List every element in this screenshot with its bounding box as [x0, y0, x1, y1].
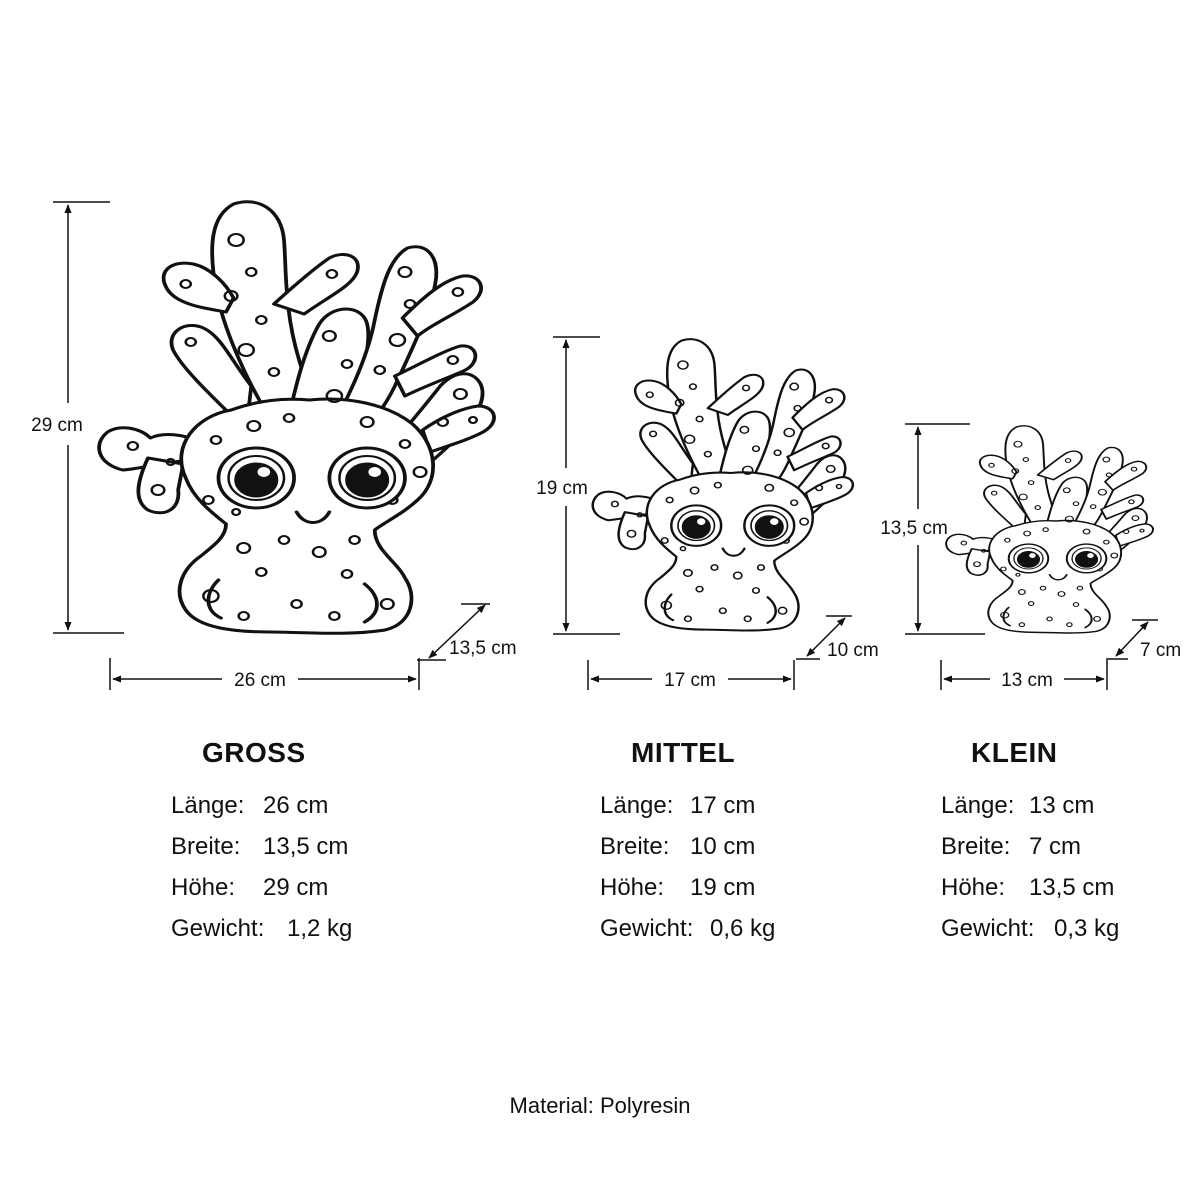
- spec-key: Gewicht:: [600, 915, 694, 942]
- height-label-mittel: 19 cm: [536, 478, 588, 499]
- spec-value: 7 cm: [1029, 833, 1082, 860]
- spec-value: 17 cm: [690, 792, 756, 819]
- spec-value: 1,2 kg: [287, 915, 353, 942]
- spec-row-weight: Gewicht: 0,3 kg: [941, 908, 1200, 949]
- height-label-klein: 13,5 cm: [880, 518, 948, 539]
- coral-figure-icon: [591, 337, 855, 632]
- spec-row-width: Breite: 13,5 cm: [171, 826, 431, 867]
- spec-value: 19 cm: [690, 874, 756, 901]
- spec-value: 13,5 cm: [263, 833, 349, 860]
- specs-klein: KLEIN Länge: 13 cm Breite: 7 cm Höhe: 13…: [941, 735, 1200, 949]
- coral-figure-mittel: 19 cm 17 cm 10 cm: [536, 336, 879, 691]
- coral-figure-icon: [97, 199, 496, 636]
- depth-arrow-klein: [1115, 621, 1149, 657]
- spec-row-length: Länge: 13 cm: [941, 785, 1200, 826]
- spec-row-width: Breite: 10 cm: [600, 826, 860, 867]
- spec-row-length: Länge: 26 cm: [171, 785, 431, 826]
- spec-key: Höhe:: [600, 874, 665, 901]
- spec-value: 10 cm: [690, 833, 756, 860]
- depth-arrow-mittel: [806, 617, 846, 657]
- coral-figure-klein: 13,5 cm 13 cm 7 cm: [880, 423, 1181, 691]
- spec-value: 13,5 cm: [1029, 874, 1115, 901]
- spec-row-weight: Gewicht: 0,6 kg: [600, 908, 860, 949]
- material-note: Material: Polyresin: [509, 1093, 691, 1118]
- spec-value: 0,6 kg: [710, 915, 776, 942]
- spec-title: KLEIN: [971, 737, 1058, 768]
- height-label-gross: 29 cm: [31, 415, 83, 436]
- spec-key: Länge:: [941, 792, 1015, 819]
- spec-key: Breite:: [941, 833, 1011, 860]
- spec-row-height: Höhe: 13,5 cm: [941, 867, 1200, 908]
- spec-row-width: Breite: 7 cm: [941, 826, 1200, 867]
- depth-arrow-gross: [428, 604, 486, 659]
- spec-key: Länge:: [171, 792, 245, 819]
- spec-key: Gewicht:: [171, 915, 265, 942]
- spec-key: Breite:: [171, 833, 241, 860]
- spec-key: Länge:: [600, 792, 674, 819]
- spec-value: 26 cm: [263, 792, 329, 819]
- spec-row-height: Höhe: 19 cm: [600, 867, 860, 908]
- spec-key: Höhe:: [941, 874, 1006, 901]
- spec-value: 13 cm: [1029, 792, 1095, 819]
- depth-label-gross: 13,5 cm: [449, 638, 517, 659]
- width-label-gross: 26 cm: [234, 670, 286, 691]
- depth-label-klein: 7 cm: [1140, 640, 1181, 661]
- width-label-mittel: 17 cm: [664, 670, 716, 691]
- spec-row-length: Länge: 17 cm: [600, 785, 860, 826]
- spec-row-weight: Gewicht: 1,2 kg: [171, 908, 431, 949]
- coral-figure-icon: [945, 424, 1155, 634]
- coral-figure-gross: 29 cm 26 cm 13,5 cm: [31, 199, 517, 691]
- spec-key: Breite:: [600, 833, 670, 860]
- spec-row-height: Höhe: 29 cm: [171, 867, 431, 908]
- spec-title: GROSS: [202, 737, 306, 768]
- spec-title: MITTEL: [631, 737, 736, 768]
- spec-value: 0,3 kg: [1054, 915, 1120, 942]
- specs-mittel: MITTEL Länge: 17 cm Breite: 10 cm Höhe: …: [600, 735, 860, 949]
- spec-key: Höhe:: [171, 874, 236, 901]
- spec-value: 29 cm: [263, 874, 329, 901]
- depth-label-mittel: 10 cm: [827, 640, 879, 661]
- spec-key: Gewicht:: [941, 915, 1035, 942]
- specs-gross: GROSS Länge: 26 cm Breite: 13,5 cm Höhe:…: [171, 735, 431, 949]
- width-label-klein: 13 cm: [1001, 670, 1053, 691]
